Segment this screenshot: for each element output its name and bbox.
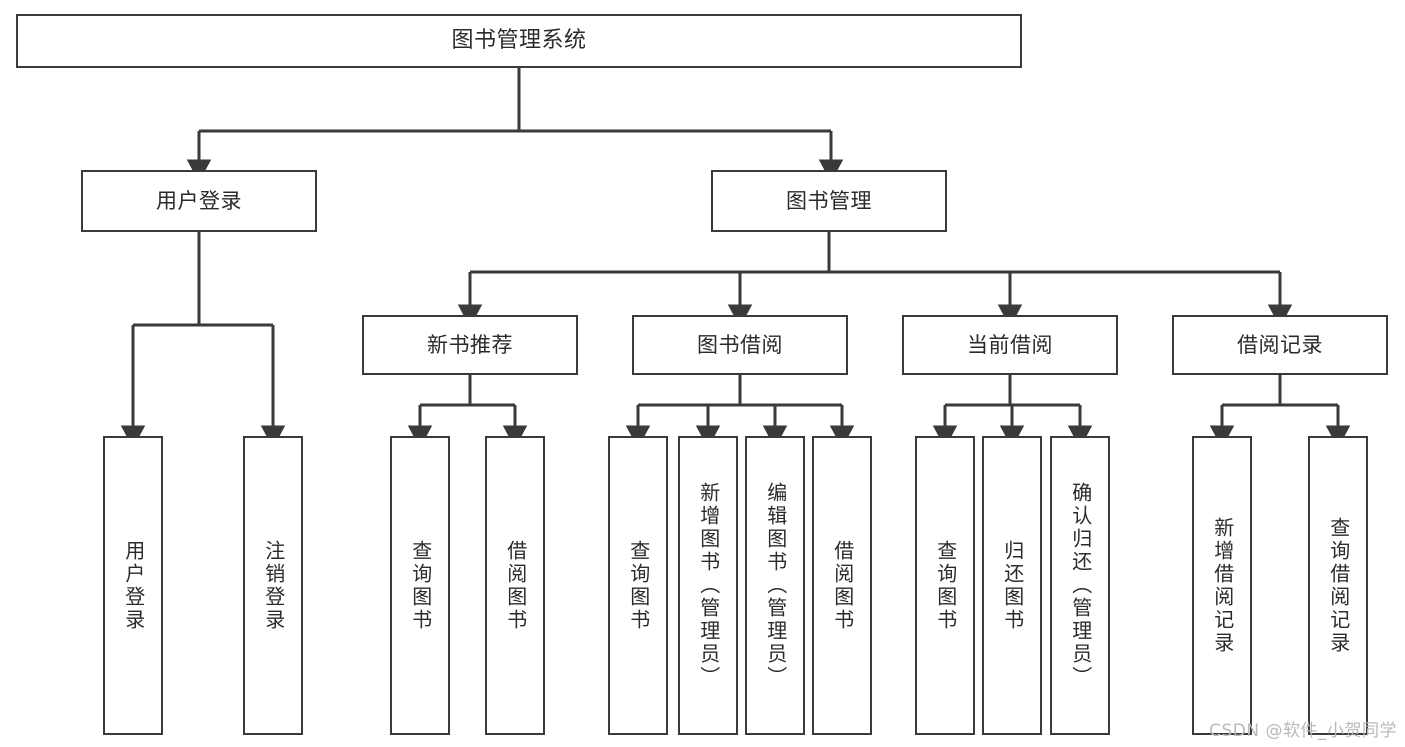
- leaf-record-add-record[interactable]: 新增借阅记录: [1192, 436, 1252, 735]
- node-label: 查询图书: [933, 539, 958, 632]
- leaf-recommend-borrow-book[interactable]: 借阅图书: [485, 436, 545, 735]
- node-borrow-record[interactable]: 借阅记录: [1172, 315, 1388, 375]
- node-label: 借阅记录: [1237, 332, 1323, 357]
- node-label: 新书推荐: [427, 332, 513, 357]
- node-label: 图书借阅: [697, 332, 783, 357]
- leaf-current-confirm-return[interactable]: 确认归还（管理员）: [1050, 436, 1110, 735]
- leaf-borrow-edit-book[interactable]: 编辑图书（管理员）: [745, 436, 805, 735]
- node-user-login[interactable]: 用户登录: [81, 170, 317, 232]
- node-label: 借阅图书: [830, 539, 855, 632]
- node-current-borrow[interactable]: 当前借阅: [902, 315, 1118, 375]
- leaf-current-query-book[interactable]: 查询图书: [915, 436, 975, 735]
- node-label: 确认归还（管理员）: [1068, 482, 1093, 689]
- node-label: 用户登录: [121, 539, 146, 632]
- leaf-borrow-borrow-book[interactable]: 借阅图书: [812, 436, 872, 735]
- node-label: 查询图书: [626, 539, 651, 632]
- leaf-borrow-add-book[interactable]: 新增图书（管理员）: [678, 436, 738, 735]
- node-label: 新增图书（管理员）: [696, 482, 721, 689]
- node-label: 当前借阅: [967, 332, 1053, 357]
- node-label: 查询图书: [408, 539, 433, 632]
- leaf-user-login-login[interactable]: 用户登录: [103, 436, 163, 735]
- node-book-borrow[interactable]: 图书借阅: [632, 315, 848, 375]
- node-label: 借阅图书: [503, 539, 528, 632]
- node-label: 图书管理: [786, 188, 872, 213]
- node-label: 编辑图书（管理员）: [763, 482, 788, 689]
- node-label: 新增借阅记录: [1210, 516, 1235, 655]
- leaf-recommend-query-book[interactable]: 查询图书: [390, 436, 450, 735]
- node-root-system[interactable]: 图书管理系统: [16, 14, 1022, 68]
- node-book-management[interactable]: 图书管理: [711, 170, 947, 232]
- watermark: CSDN @软件_小贺同学: [1209, 721, 1397, 741]
- node-label: 归还图书: [1000, 539, 1025, 632]
- leaf-current-return-book[interactable]: 归还图书: [982, 436, 1042, 735]
- leaf-record-query-record[interactable]: 查询借阅记录: [1308, 436, 1368, 735]
- leaf-borrow-query-book[interactable]: 查询图书: [608, 436, 668, 735]
- leaf-user-login-logout[interactable]: 注销登录: [243, 436, 303, 735]
- node-label: 查询借阅记录: [1326, 516, 1351, 655]
- node-label: 注销登录: [261, 539, 286, 632]
- node-new-book-recommend[interactable]: 新书推荐: [362, 315, 578, 375]
- node-label: 图书管理系统: [451, 28, 587, 54]
- node-label: 用户登录: [156, 188, 242, 213]
